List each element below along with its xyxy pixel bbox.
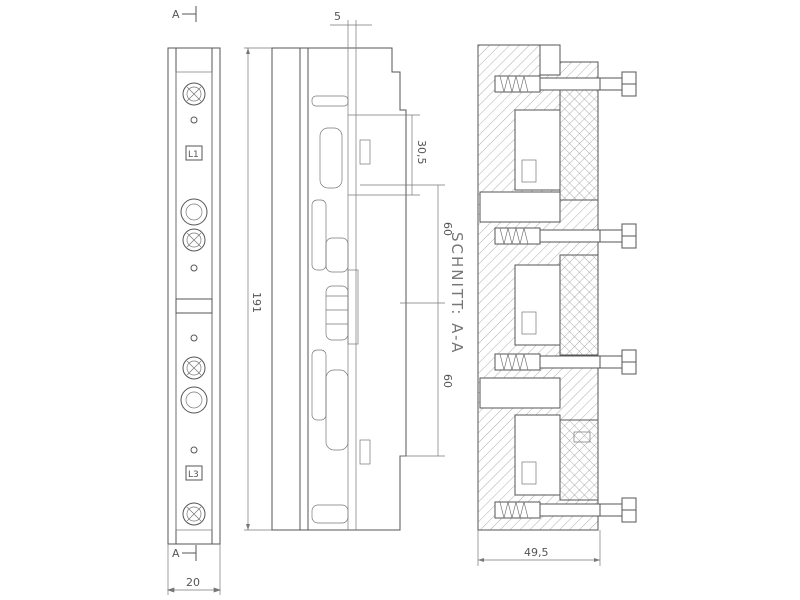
screw-head-4 [599,497,637,523]
spring-contact-1 [494,75,601,93]
screw-head-2 [599,223,637,249]
dimension-width-front: 20 [186,576,200,589]
screw-terminal-2 [182,228,206,252]
label-l1: L1 [188,150,199,160]
dimension-pitch-lower: 60 [441,374,454,388]
dimension-offset: 5 [334,10,341,23]
dimension-pitch-small: 30,5 [415,140,428,165]
screw-head-1 [599,71,637,97]
spring-contact-3 [494,353,601,371]
spring-contact-4 [494,501,601,519]
label-window [175,298,213,314]
screw-terminal-1 [182,82,206,106]
dimension-pitch-upper: 60 [441,222,454,236]
dimension-height: 191 [250,292,263,313]
screw-terminal-3 [182,356,206,380]
side-view: 191 5 30,5 60 60 [244,10,466,531]
indicator-lamp-2 [180,386,208,414]
label-l3: L3 [188,470,199,480]
screw-terminal-4 [182,502,206,526]
section-title: SCHNITT: A-A [448,232,466,354]
section-marker-top: A [172,8,180,21]
dimension-depth: 49,5 [524,546,549,559]
section-marker-bottom: A [172,547,180,560]
spring-contact-2 [494,227,601,245]
screw-head-3 [599,349,637,375]
section-view: 49,5 [477,44,637,566]
front-view: A A L1 [166,6,222,595]
indicator-dot [190,116,198,124]
indicator-lamp-1 [180,198,208,226]
